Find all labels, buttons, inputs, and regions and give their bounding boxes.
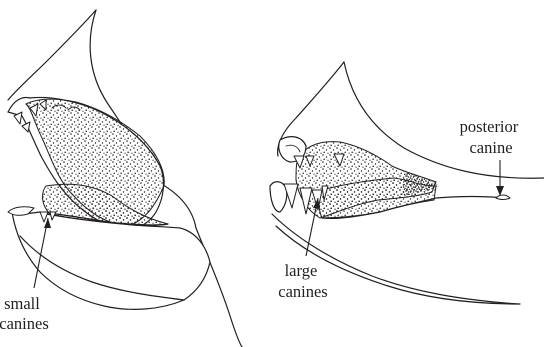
small-canines-label: small canines: [0, 294, 49, 333]
posterior-canine-label: posterior canine: [460, 117, 523, 157]
posterior-canine-arrowhead: [496, 186, 504, 196]
posterior-canine-tooth: [496, 195, 510, 200]
large-canines-label: large canines: [278, 261, 327, 301]
